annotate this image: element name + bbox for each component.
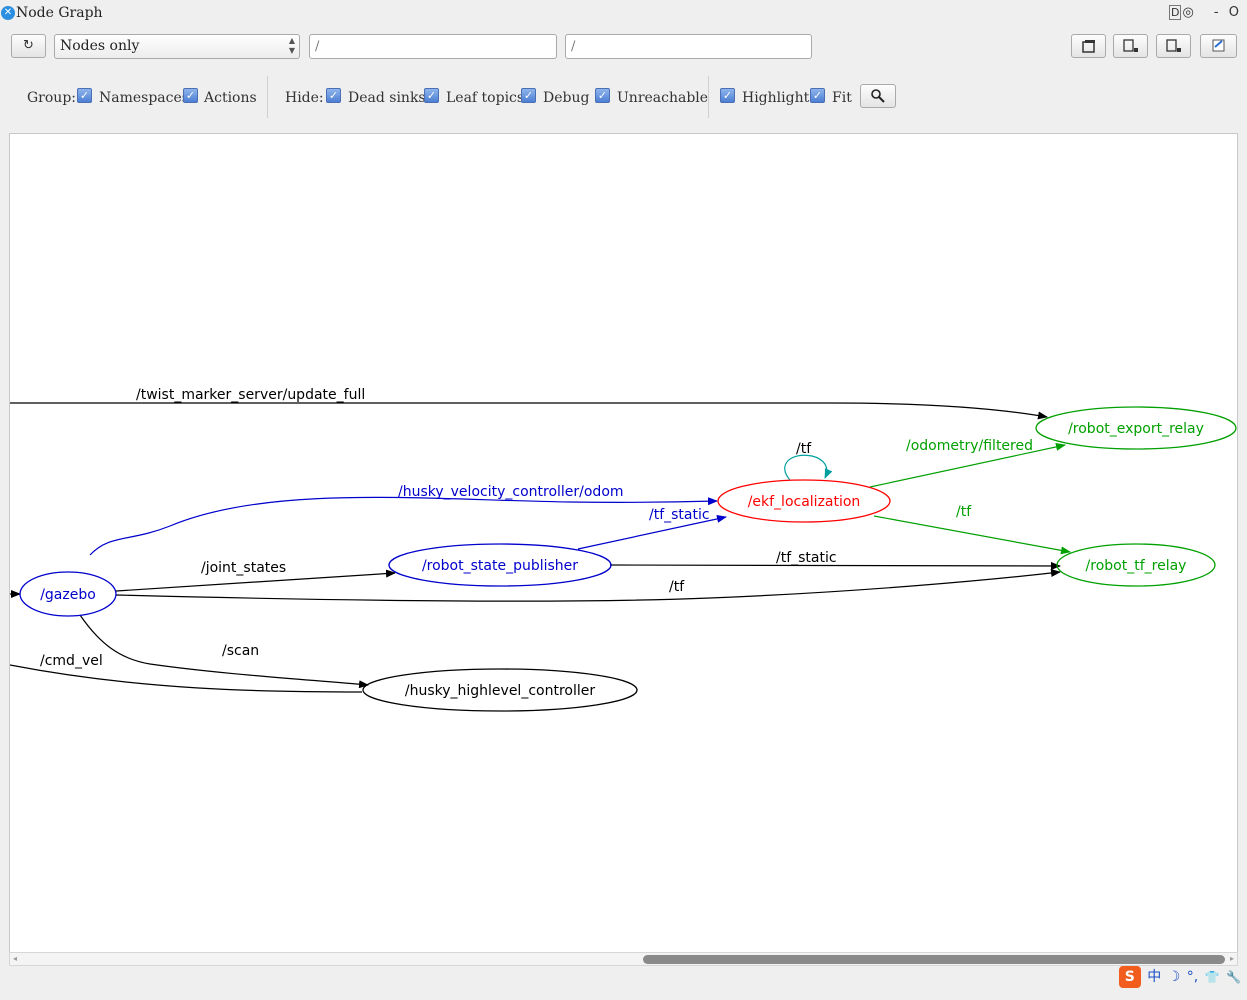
leaf-topics-label: Leaf topics: [446, 90, 525, 106]
node-filter-field[interactable]: [309, 34, 557, 59]
node-robot-state-publisher[interactable]: /robot_state_publisher: [388, 543, 612, 587]
window-controls: D◎ - O: [1163, 5, 1239, 20]
actions-checkbox[interactable]: ✓: [183, 88, 198, 103]
minimize-button[interactable]: -: [1213, 5, 1219, 20]
graph-mode-select[interactable]: Nodes only ▲▼: [54, 34, 300, 59]
node-label-gazebo: /gazebo: [40, 587, 96, 603]
node-label-ekf-localization: /ekf_localization: [748, 494, 861, 510]
refresh-icon: ↻: [23, 38, 34, 53]
shirt-icon[interactable]: 👕: [1204, 970, 1220, 984]
app-icon: ✕: [1, 6, 15, 20]
title-bar: ✕ Node Graph D◎ - O: [0, 0, 1247, 28]
node-label-robot-tf-relay: /robot_tf_relay: [1086, 558, 1187, 574]
save-svg-button[interactable]: [1156, 34, 1191, 58]
edge-label-tf-static-rsp-relay: /tf_static: [776, 550, 837, 566]
edge-joint-states[interactable]: [115, 569, 396, 592]
edge-cmd-vel[interactable]: [10, 664, 363, 693]
wrench-icon[interactable]: 🔧: [1226, 970, 1241, 984]
debug-label: Debug: [543, 90, 590, 106]
edge-husky-odom[interactable]: [89, 496, 718, 556]
refresh-button[interactable]: ↻: [11, 34, 46, 58]
node-robot-export-relay[interactable]: /robot_export_relay: [1035, 406, 1237, 450]
edge-tf-gazebo-relay[interactable]: [115, 569, 1061, 602]
node-filter-input[interactable]: [310, 35, 556, 58]
help-icon[interactable]: ◎: [1182, 5, 1194, 20]
edge-label-tf-gazebo-relay: /tf: [669, 579, 685, 595]
edge-tf-static-rsp-ekf[interactable]: [577, 514, 727, 550]
window-title: Node Graph: [16, 5, 103, 21]
separator: [708, 76, 709, 118]
separator: [267, 76, 268, 118]
edge-label-joint-states: /joint_states: [201, 560, 286, 576]
save-image-icon: [1212, 39, 1224, 52]
graph-mode-value: Nodes only: [60, 38, 140, 54]
edge-label-odometry-filtered: /odometry/filtered: [906, 438, 1033, 454]
namespaces-label: Namespaces: [99, 90, 189, 106]
ime-tray: S 中 ☽ °, 👕 🔧: [1117, 966, 1241, 988]
edge-scan[interactable]: [79, 614, 369, 689]
load-dot-button[interactable]: [1071, 34, 1106, 58]
actions-label: Actions: [204, 90, 257, 106]
chinese-mode-icon[interactable]: 中: [1147, 969, 1162, 985]
edge-twist-marker[interactable]: [10, 402, 1048, 420]
save-svg-icon: [1165, 39, 1181, 52]
fit-label: Fit: [832, 90, 852, 106]
edge-label-twist-marker: /twist_marker_server/update_full: [136, 387, 365, 403]
namespaces-checkbox[interactable]: ✓: [77, 88, 92, 103]
moon-icon[interactable]: ☽: [1167, 969, 1181, 985]
graph-canvas[interactable]: /twist_marker_server/update_full /husky_…: [9, 133, 1238, 956]
horizontal-scrollbar[interactable]: ◂ ▸: [9, 952, 1238, 966]
edge-ekf-tf-relay[interactable]: [873, 515, 1071, 555]
node-ekf-localization[interactable]: /ekf_localization: [717, 479, 891, 523]
hide-label: Hide:: [285, 90, 324, 106]
dead-sinks-label: Dead sinks: [348, 90, 426, 106]
sogou-icon[interactable]: S: [1118, 966, 1141, 988]
status-bar: [0, 968, 1247, 1000]
edge-label-cmd-vel: /cmd_vel: [40, 653, 103, 669]
group-label: Group:: [27, 90, 76, 106]
highlight-label: Highlight: [742, 90, 810, 106]
unreachable-label: Unreachable: [617, 90, 709, 106]
debug-checkbox[interactable]: ✓: [521, 88, 536, 103]
edge-label-tf-static-rsp-ekf: /tf_static: [649, 507, 710, 523]
leaf-topics-checkbox[interactable]: ✓: [424, 88, 439, 103]
unreachable-checkbox[interactable]: ✓: [595, 88, 610, 103]
punctuation-icon[interactable]: °,: [1186, 969, 1199, 985]
node-robot-tf-relay[interactable]: /robot_tf_relay: [1056, 543, 1216, 587]
edge-tf-static-rsp-relay[interactable]: [609, 561, 1061, 570]
save-dot-icon: [1122, 39, 1138, 52]
edge-label-ekf-tf-self: /tf: [796, 441, 812, 457]
highlight-checkbox[interactable]: ✓: [720, 88, 735, 103]
edge-label-husky-odom: /husky_velocity_controller/odom: [398, 484, 624, 500]
dead-sinks-checkbox[interactable]: ✓: [326, 88, 341, 103]
node-gazebo[interactable]: /gazebo: [19, 571, 117, 617]
scrollbar-thumb[interactable]: [643, 955, 1225, 964]
edge-ekf-tf-self[interactable]: [784, 454, 833, 481]
load-file-icon: [1081, 40, 1095, 53]
graph-svg[interactable]: /twist_marker_server/update_full /husky_…: [10, 134, 1238, 956]
edge-odometry-filtered[interactable]: [869, 442, 1066, 488]
topic-filter-input[interactable]: [566, 35, 811, 58]
topic-filter-field[interactable]: [565, 34, 812, 59]
edge-label-ekf-tf-relay: /tf: [956, 504, 972, 520]
fit-checkbox[interactable]: ✓: [810, 88, 825, 103]
scroll-left-icon[interactable]: ◂: [13, 954, 18, 963]
save-image-button[interactable]: [1200, 34, 1237, 58]
node-label-robot-export-relay: /robot_export_relay: [1068, 421, 1204, 437]
close-button[interactable]: O: [1228, 5, 1239, 20]
scroll-right-icon[interactable]: ▸: [1229, 954, 1234, 963]
save-dot-button[interactable]: [1113, 34, 1148, 58]
node-husky-highlevel-controller[interactable]: /husky_highlevel_controller: [362, 668, 638, 712]
spin-arrows-icon: ▲▼: [288, 36, 295, 55]
node-label-robot-state-publisher: /robot_state_publisher: [422, 558, 578, 574]
node-label-husky-highlevel-controller: /husky_highlevel_controller: [405, 683, 595, 699]
d-button[interactable]: D: [1168, 5, 1182, 20]
magnifier-icon: [871, 89, 885, 103]
zoom-fit-button[interactable]: [860, 84, 896, 108]
edge-label-scan: /scan: [222, 643, 259, 659]
